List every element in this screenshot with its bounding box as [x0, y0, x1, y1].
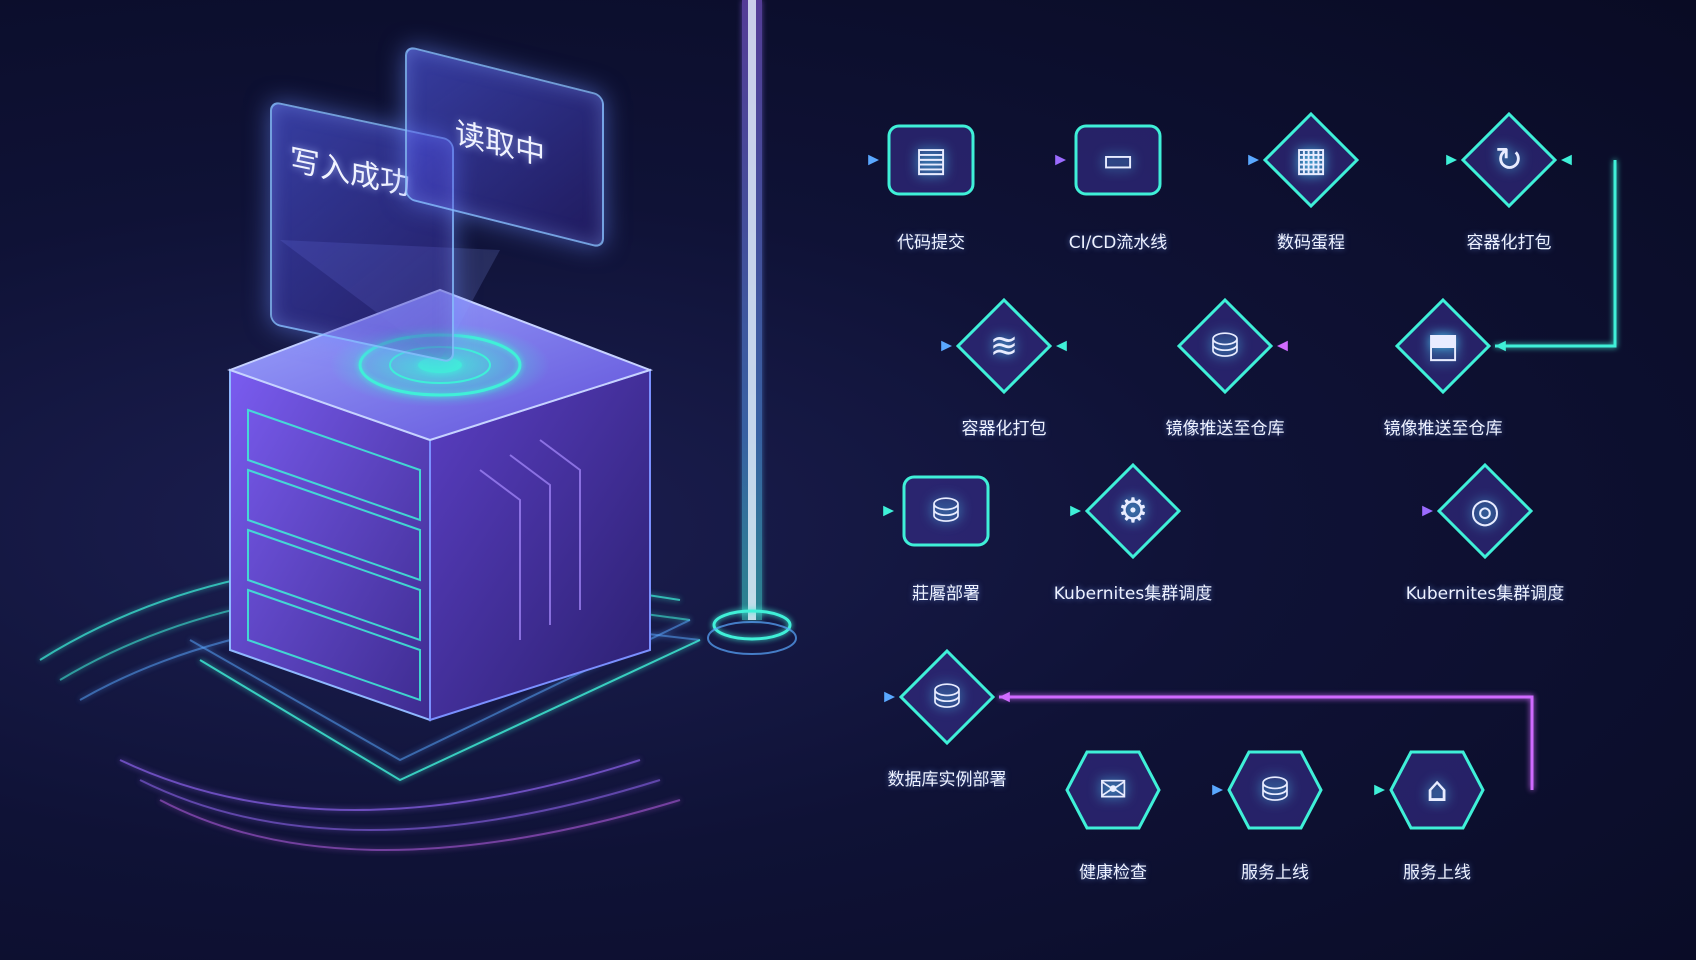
arrow-head: [1055, 154, 1066, 166]
gear-icon: ⚙: [1117, 491, 1149, 531]
pipeline-node: ▦: [1263, 112, 1359, 208]
refresh-icon: ↻: [1494, 140, 1524, 180]
database-icon: ⛁: [1260, 770, 1290, 810]
node-label: Kubernites集群调度: [1405, 584, 1565, 604]
node-frame: [1437, 463, 1533, 559]
node-frame: [1227, 750, 1323, 830]
node-frame: [1065, 750, 1161, 830]
node-label: 镜像推送至仓库: [1165, 419, 1285, 439]
node-frame: [1395, 298, 1491, 394]
node-label: 服务上线: [1241, 863, 1309, 883]
flow-connector: [1495, 160, 1617, 348]
flow-arrows: [752, 154, 1617, 796]
arrow-head: [1422, 505, 1433, 517]
node-label: 容器化打包: [1466, 233, 1552, 253]
pipeline-node: ✉: [1065, 742, 1161, 838]
read-status-text: 读取中: [455, 115, 545, 174]
node-label: 容器化打包: [961, 419, 1047, 439]
envelope-icon: ✉: [1098, 770, 1128, 810]
arrow-head: [1070, 505, 1081, 517]
arrow-head: [1446, 154, 1457, 166]
database-icon: ⛁: [931, 491, 961, 531]
database-icon: ⛁: [932, 677, 962, 717]
database-icon: ⛁: [1210, 326, 1240, 366]
layers-icon: ≋: [989, 326, 1019, 366]
node-label: 数据库实例部署: [887, 770, 1007, 790]
node-frame: [1177, 298, 1273, 394]
node-frame: [1085, 463, 1181, 559]
node-label: 镜像推送至仓库: [1383, 419, 1503, 439]
node-label: 服务上线: [1403, 863, 1471, 883]
pipeline-node: ⚙: [1085, 463, 1181, 559]
pipeline-node: ⛁: [1177, 298, 1273, 394]
arrow-head: [884, 691, 895, 703]
pipeline-node: ⌂: [1389, 742, 1485, 838]
arrow-head: [1277, 340, 1288, 352]
node-frame: [956, 298, 1052, 394]
arrow-head: [1056, 340, 1067, 352]
arrow-head: [941, 340, 952, 352]
node-frame: [899, 649, 995, 745]
home-icon: ⌂: [1426, 770, 1448, 810]
pipeline-node: ⛁: [898, 463, 994, 559]
flow-connector: [999, 695, 1534, 790]
node-label: 代码提交: [897, 233, 965, 253]
node-frame: [1263, 112, 1359, 208]
arrow-head: [999, 691, 1010, 703]
arrow-head: [1212, 784, 1223, 796]
server-cube: [227, 288, 654, 722]
arrow-head: [868, 154, 879, 166]
node-label: CI/CD流水线: [1068, 233, 1168, 253]
node-frame: [1074, 124, 1162, 196]
pipeline-node: ⛁: [1227, 742, 1323, 838]
pipeline-node: ◎: [1437, 463, 1533, 559]
box-upload-icon: ⬒: [1426, 326, 1460, 366]
arrow-head: [1248, 154, 1259, 166]
arrow-head: [1495, 340, 1506, 352]
node-label: 莊厬部署: [912, 584, 980, 604]
node-frame: [1461, 112, 1557, 208]
form-icon: ▤: [914, 140, 948, 180]
node-frame: [887, 124, 975, 196]
write-status-text: 写入成功: [290, 142, 410, 204]
node-frame: [902, 475, 990, 547]
ring-icon: ◎: [1470, 491, 1500, 531]
light-pipe: [707, 0, 797, 655]
arrow-head: [1374, 784, 1385, 796]
node-label: 数码蛋程: [1277, 233, 1345, 253]
monitor-icon: ▭: [1101, 140, 1135, 180]
pipeline-node: ↻: [1461, 112, 1557, 208]
pipeline-node: ≋: [956, 298, 1052, 394]
cubes-icon: ▦: [1294, 140, 1328, 180]
pipeline-node: ⛁: [899, 649, 995, 745]
pipeline-node: ▤: [883, 112, 979, 208]
pipeline-node: ⬒: [1395, 298, 1491, 394]
node-label: Kubernites集群调度: [1053, 584, 1213, 604]
node-frame: [1389, 750, 1485, 830]
arrow-head: [883, 505, 894, 517]
pipeline-node: ▭: [1070, 112, 1166, 208]
arrow-head: [1561, 154, 1572, 166]
node-label: 健康检查: [1079, 863, 1147, 883]
